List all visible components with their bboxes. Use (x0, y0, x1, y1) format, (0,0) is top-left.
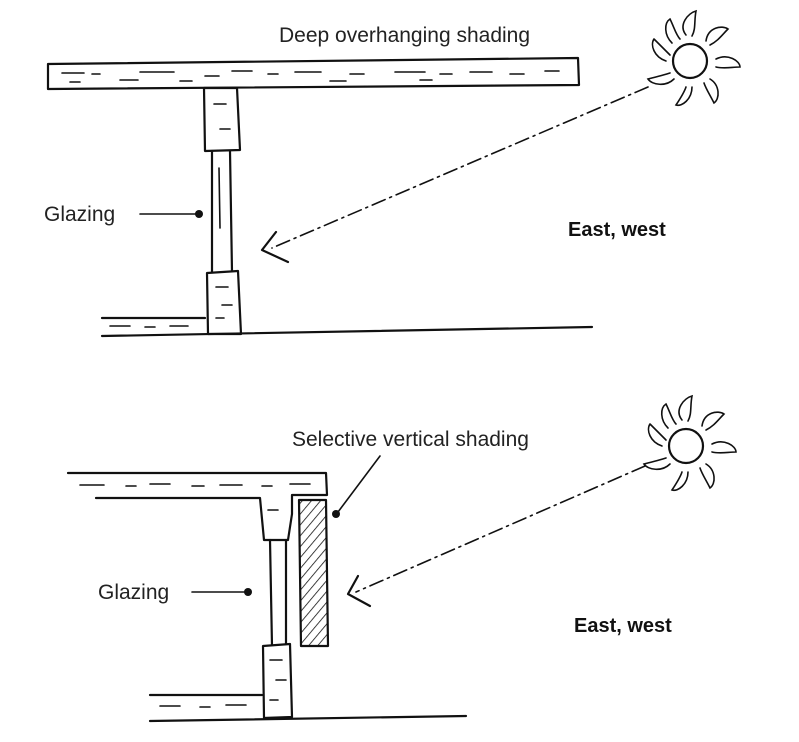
shading-label: Deep overhanging shading (279, 24, 530, 47)
vertical-fin (297, 498, 330, 648)
roof-slab (66, 471, 329, 542)
glazing-pane (210, 149, 234, 274)
floor-slab (100, 316, 594, 338)
arrow-icon (346, 574, 372, 608)
glazing-label: Glazing (98, 581, 169, 604)
bottom-diagram: Selective vertical shading Glazing East,… (66, 394, 737, 723)
glazing-leader-dot (244, 588, 252, 596)
orientation-label: East, west (568, 219, 666, 241)
sun-icon (642, 394, 737, 492)
floor-slab (148, 693, 468, 723)
sun-icon (646, 9, 741, 107)
glazing-pane (268, 538, 288, 648)
lower-frame (205, 269, 243, 336)
shading-leader-dot (332, 510, 340, 518)
overhang-slab (46, 56, 581, 91)
lower-frame (261, 642, 294, 720)
sun-ray (271, 86, 649, 249)
arrow-icon (260, 230, 290, 264)
sun-ray (355, 465, 646, 593)
glazing-leader-dot (195, 210, 203, 218)
shading-leader (337, 455, 381, 513)
upper-frame (202, 86, 242, 153)
shading-label: Selective vertical shading (292, 428, 529, 451)
glazing-label: Glazing (44, 203, 115, 226)
top-diagram: Deep overhanging shading Glazing East, w… (44, 9, 741, 338)
orientation-label: East, west (574, 615, 672, 637)
